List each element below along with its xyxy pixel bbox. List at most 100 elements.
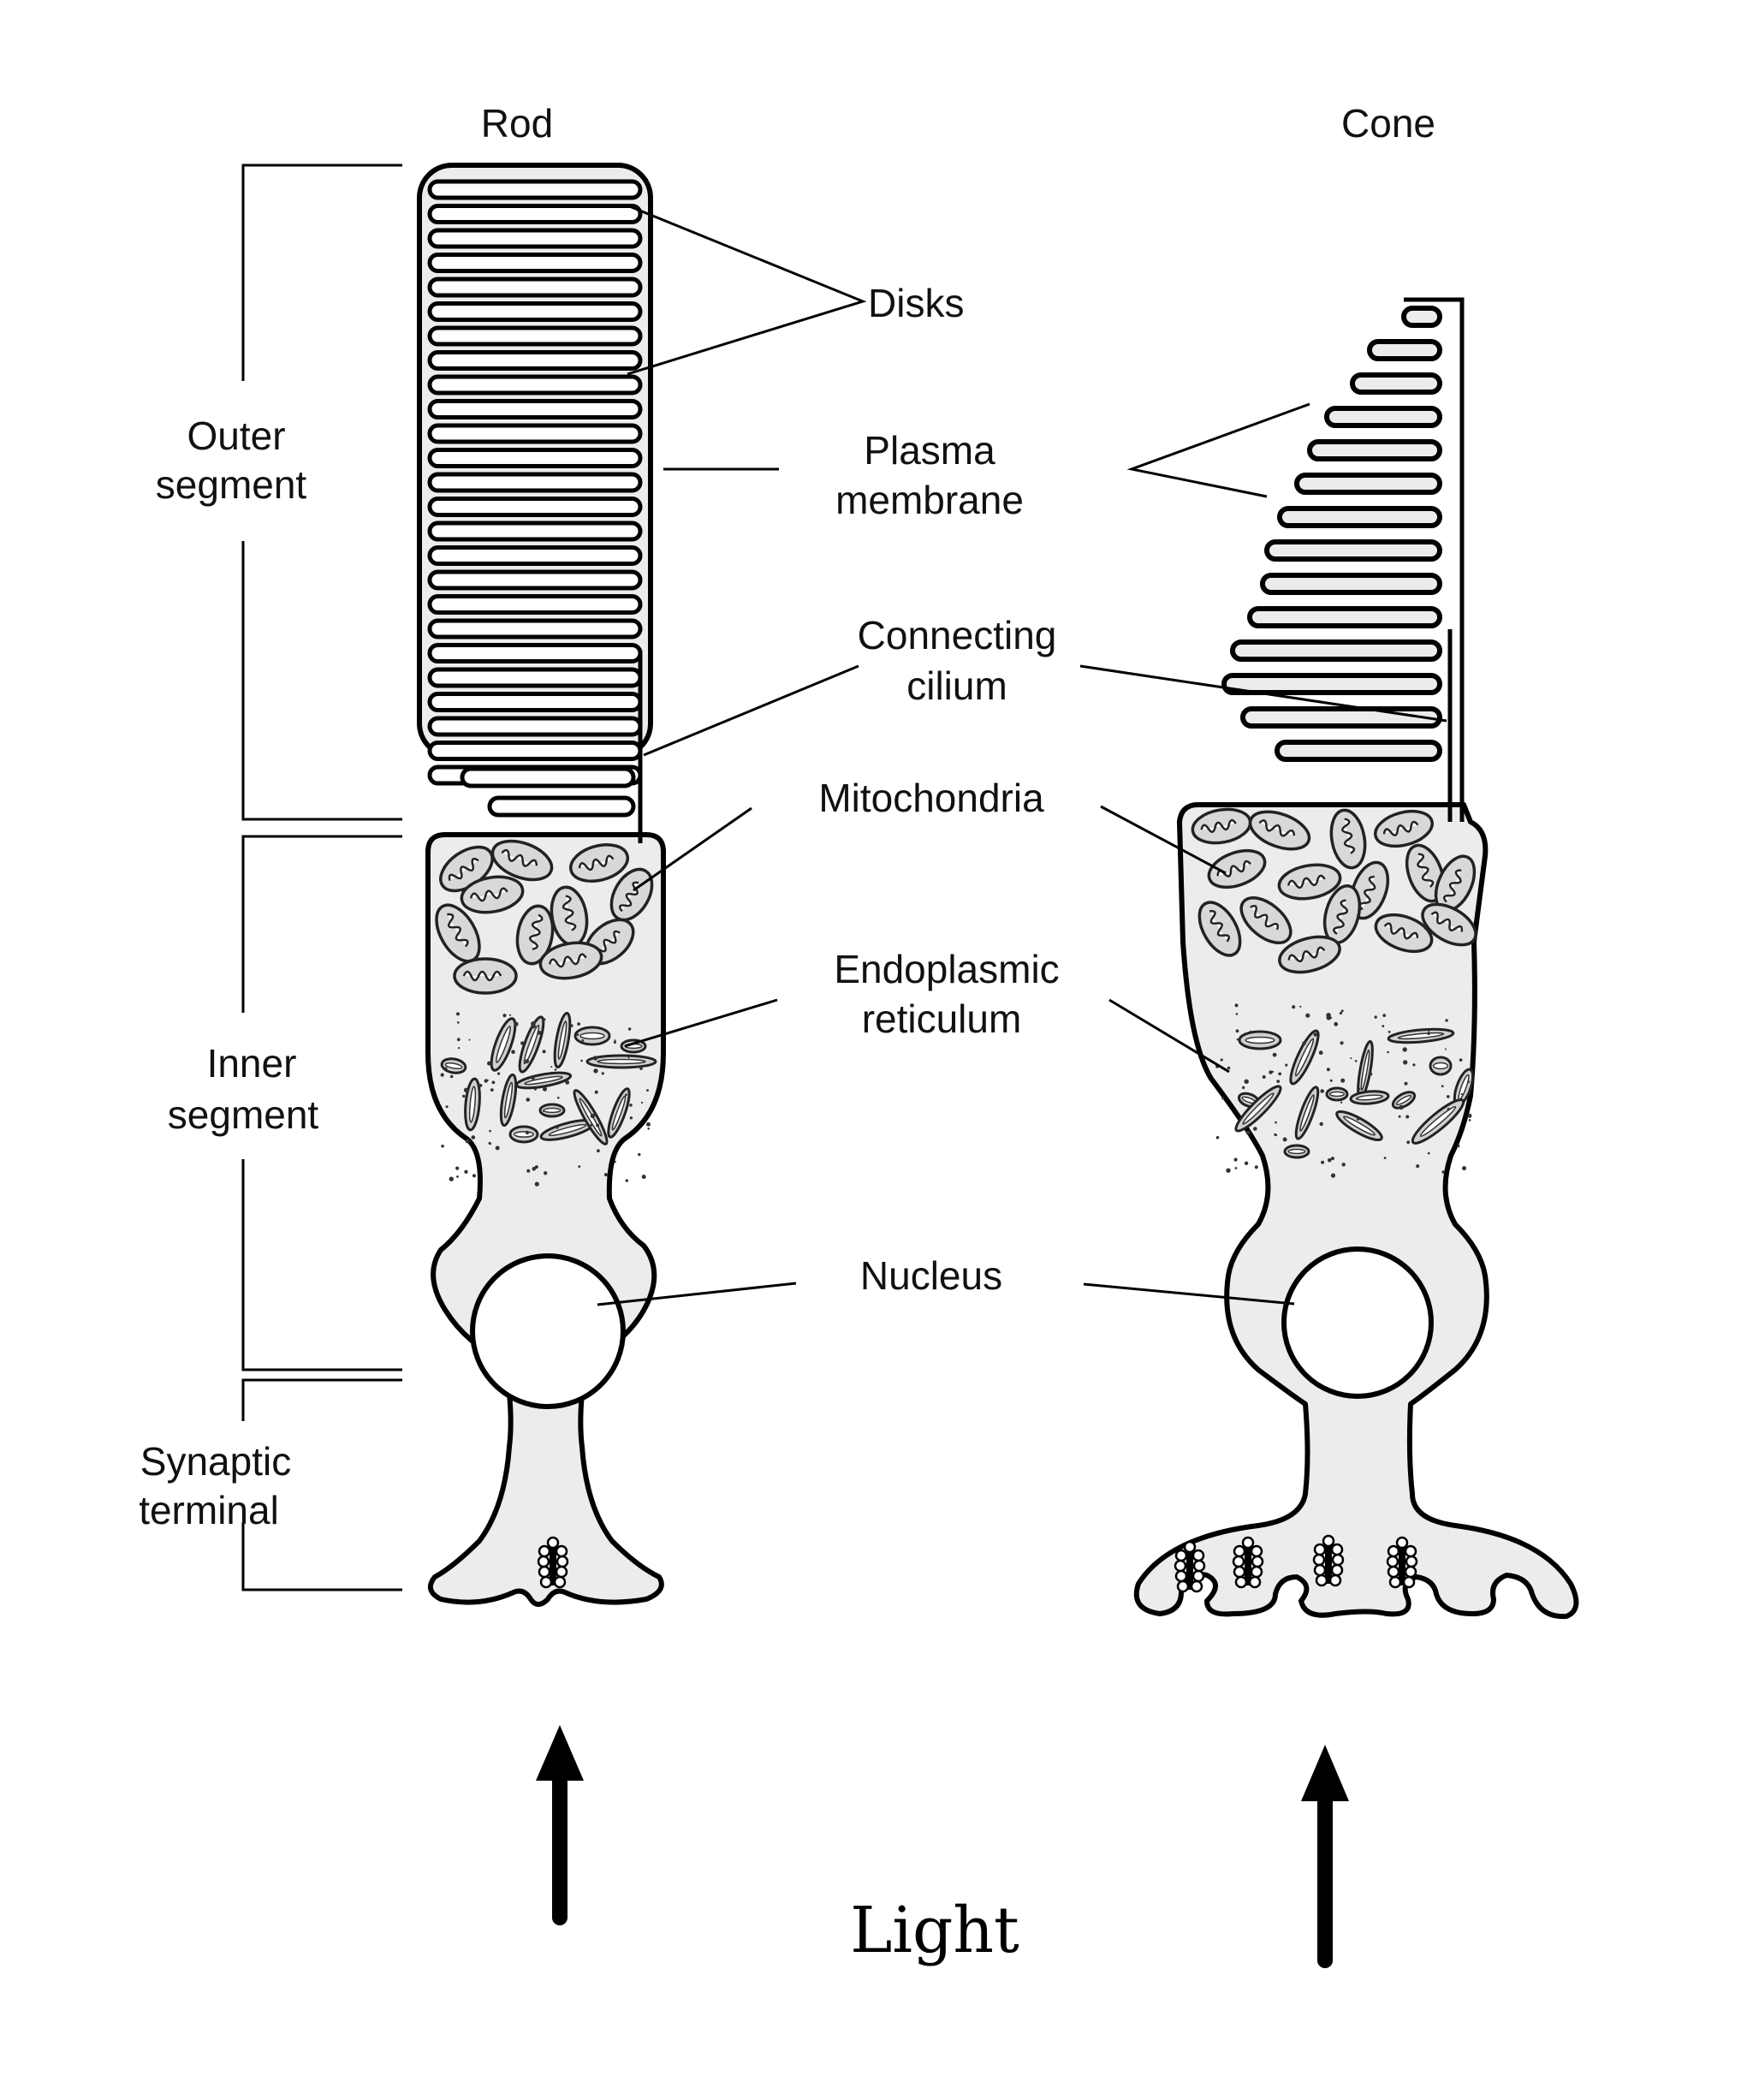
mitochondrion (490, 839, 554, 882)
ribosome-dot (1269, 1070, 1273, 1074)
ribosome-dot (1326, 1013, 1331, 1018)
ribosome-dot (1235, 1029, 1239, 1033)
er-lumen (1355, 1094, 1384, 1101)
ribosome-dot (629, 1116, 633, 1120)
mitochondrion-cristae (548, 953, 587, 968)
synaptic-ribbon (1312, 1534, 1345, 1587)
cone-mitochondria (1191, 807, 1477, 974)
synaptic-terminal-label-line1: Synaptic (140, 1439, 291, 1484)
ribosome-dot (465, 1139, 470, 1144)
nucleus-leader-rod (597, 1282, 797, 1306)
mitochondrion-cristae (462, 970, 502, 982)
ribosome-dot (596, 1123, 600, 1127)
ribosome-dot (457, 1021, 460, 1024)
mitochondrion-cristae (1358, 875, 1376, 911)
ribosome-dot (1330, 1157, 1334, 1161)
er-cisterna (464, 1077, 481, 1132)
ribosome-dot (641, 1101, 644, 1104)
rod-disk (427, 545, 643, 566)
ribosome-dot (570, 1024, 573, 1027)
mitochondrion (453, 957, 518, 995)
rod-disk (427, 448, 643, 468)
mitochondrion (1421, 902, 1477, 947)
er-lumen (496, 1026, 511, 1063)
rod-disk (427, 228, 643, 249)
ribosome-dot (594, 1090, 598, 1094)
ribosome-dot (488, 1141, 491, 1145)
synaptic-vesicle (1331, 1553, 1345, 1567)
er-cisterna (1387, 1027, 1455, 1044)
plasma-membrane-leader-cone (1126, 402, 1310, 498)
synaptic-vesicle (538, 1565, 551, 1579)
ribosome-dot (502, 1014, 507, 1018)
ribosome-dot (455, 1166, 460, 1170)
er-cisterna (1283, 1144, 1310, 1159)
ribbon-core (1325, 1546, 1332, 1584)
synaptic-vesicle (537, 1555, 550, 1568)
rod-mitochondria (435, 839, 654, 995)
synaptic-terminal-bracket: Synaptic terminal (139, 1378, 402, 1591)
er-cisterna (514, 1071, 573, 1090)
connecting-cilium-leader-rod (643, 664, 859, 757)
mitochondrion (1277, 863, 1342, 901)
ribbon-core (1245, 1548, 1251, 1585)
ribosome-dot (1387, 1050, 1389, 1054)
er-lumen (1343, 1115, 1376, 1136)
rod-disk (427, 618, 643, 640)
ribosome-dot (478, 1084, 483, 1087)
mitochondrion-cristae (1430, 911, 1464, 932)
er-cisterna (1349, 1090, 1390, 1105)
connecting-cilium-leader-cone (1079, 664, 1447, 723)
ribosome-dot (1275, 1121, 1277, 1124)
inner-segment-label-line2: segment (168, 1092, 319, 1137)
ribosome-dot (525, 1059, 530, 1064)
synaptic-vesicle (1176, 1579, 1190, 1593)
mitochondrion (1278, 935, 1341, 974)
synaptic-vesicle (555, 1565, 568, 1579)
synaptic-vesicle (1232, 1555, 1245, 1568)
ribosome-dot (1313, 1032, 1317, 1037)
ribosome-dot (1445, 1019, 1448, 1022)
rod-disk (427, 277, 643, 298)
ribosome-dot (646, 1121, 651, 1127)
ribosome-dot (526, 1169, 531, 1173)
er-lumen (523, 1024, 540, 1065)
mitochondrion-cristae (618, 881, 639, 913)
ribosome-dot (580, 1059, 583, 1062)
er-cisterna (518, 1015, 545, 1074)
ribosome-dot (550, 1066, 553, 1068)
ribosome-dot (1341, 1163, 1346, 1167)
synaptic-vesicle (1234, 1575, 1248, 1589)
er-cisterna (1237, 1092, 1261, 1109)
er-cisterna (573, 1026, 611, 1046)
synaptic-vesicle (538, 1544, 551, 1558)
ribosome-dot (1399, 1104, 1404, 1110)
er-cisterna (499, 1073, 518, 1127)
ribosome-dot (576, 1033, 579, 1036)
ribosome-dot (463, 1087, 469, 1093)
ribosome-dot (1234, 1167, 1238, 1169)
synaptic-ribbon (1174, 1540, 1206, 1593)
mitochondrion (1197, 901, 1242, 957)
ribosome-dot (445, 1105, 449, 1109)
ribosome-dot (1254, 1165, 1258, 1169)
er-cisterna (538, 1103, 566, 1118)
rod-disk (427, 521, 643, 542)
rod-disk (427, 253, 643, 273)
mitochondrion (538, 941, 603, 980)
mitochondrion (1329, 808, 1367, 870)
ribosome-dot (511, 1050, 515, 1054)
ribosome-dot (1299, 1005, 1302, 1008)
mitochondrion-cristae (1209, 909, 1231, 943)
cone-inner-segment (1133, 802, 1579, 1620)
ribosome-dot (457, 1047, 461, 1050)
synaptic-vesicle (539, 1575, 553, 1589)
rod-disk (427, 667, 643, 688)
mitochondrion-cristae (529, 913, 544, 950)
connecting-cilium-label-line2: cilium (906, 663, 1007, 708)
ribosome-dot (1282, 1137, 1287, 1142)
cone-disk (1307, 439, 1442, 461)
rod-disk (427, 716, 643, 737)
mitochondrion (460, 875, 525, 914)
ribosome-dot (543, 1018, 546, 1021)
